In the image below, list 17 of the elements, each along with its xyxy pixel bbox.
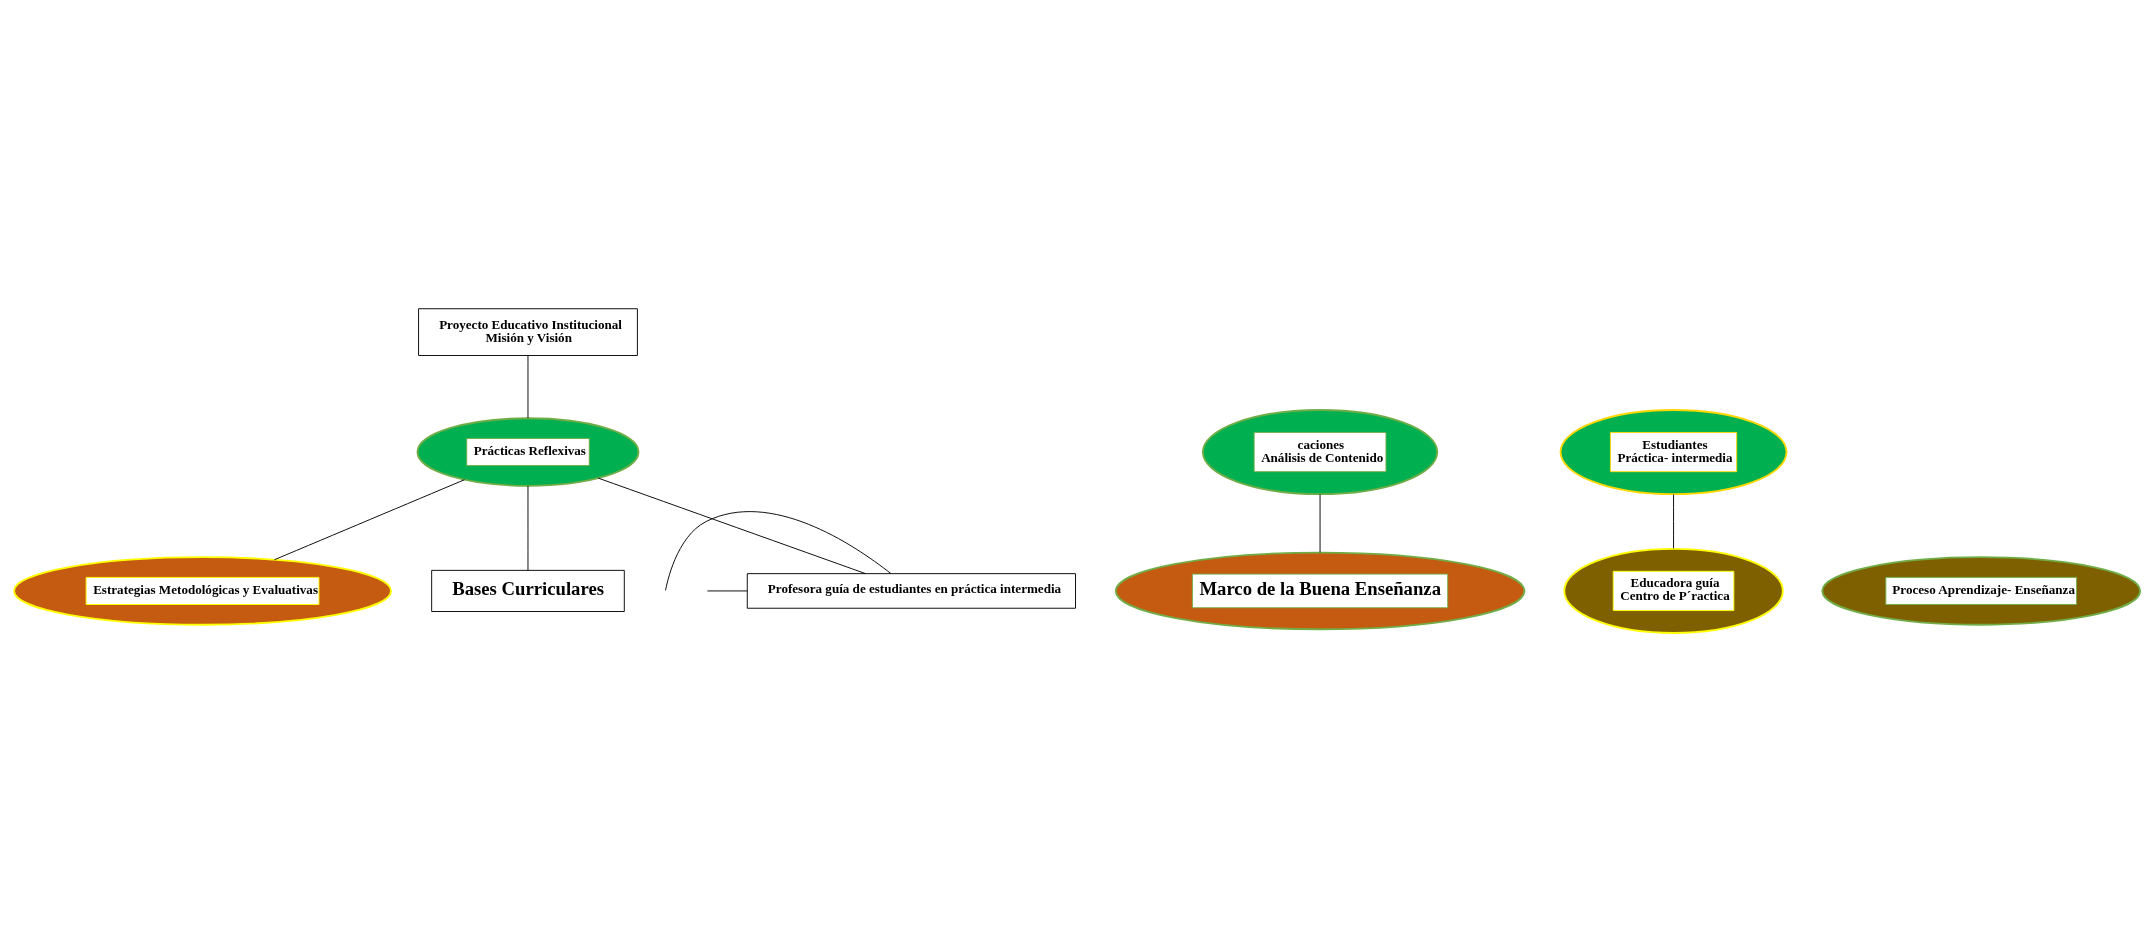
- connector: [665, 511, 892, 591]
- node-box: Profesora guía de estudiantes en práctica intermedia: [746, 573, 1076, 609]
- connector: [597, 477, 867, 575]
- connector: [1673, 494, 1674, 549]
- node-ellipse: Marco de la Buena Enseñanza: [1114, 551, 1526, 631]
- connector: [527, 355, 529, 419]
- node-box: Proyecto Educativo Institucional Misión y Visión: [418, 308, 638, 356]
- connector: [273, 479, 465, 561]
- connector: [706, 590, 748, 592]
- node-ellipse: caciones Análisis de Contenido: [1201, 409, 1439, 496]
- node-ellipse: Educadora guía Centro de P´ractica: [1563, 547, 1784, 634]
- node-box: Bases Curriculares: [431, 569, 625, 612]
- node-ellipse: Proceso Aprendizaje- Enseñanza: [1821, 556, 2142, 626]
- node-ellipse: Prácticas Reflexivas: [416, 417, 640, 487]
- node-ellipse: Estrategias Metodológicas y Evaluativas: [13, 556, 392, 626]
- node-ellipse: Estudiantes Práctica- intermedia: [1559, 409, 1788, 496]
- connector: [527, 485, 529, 571]
